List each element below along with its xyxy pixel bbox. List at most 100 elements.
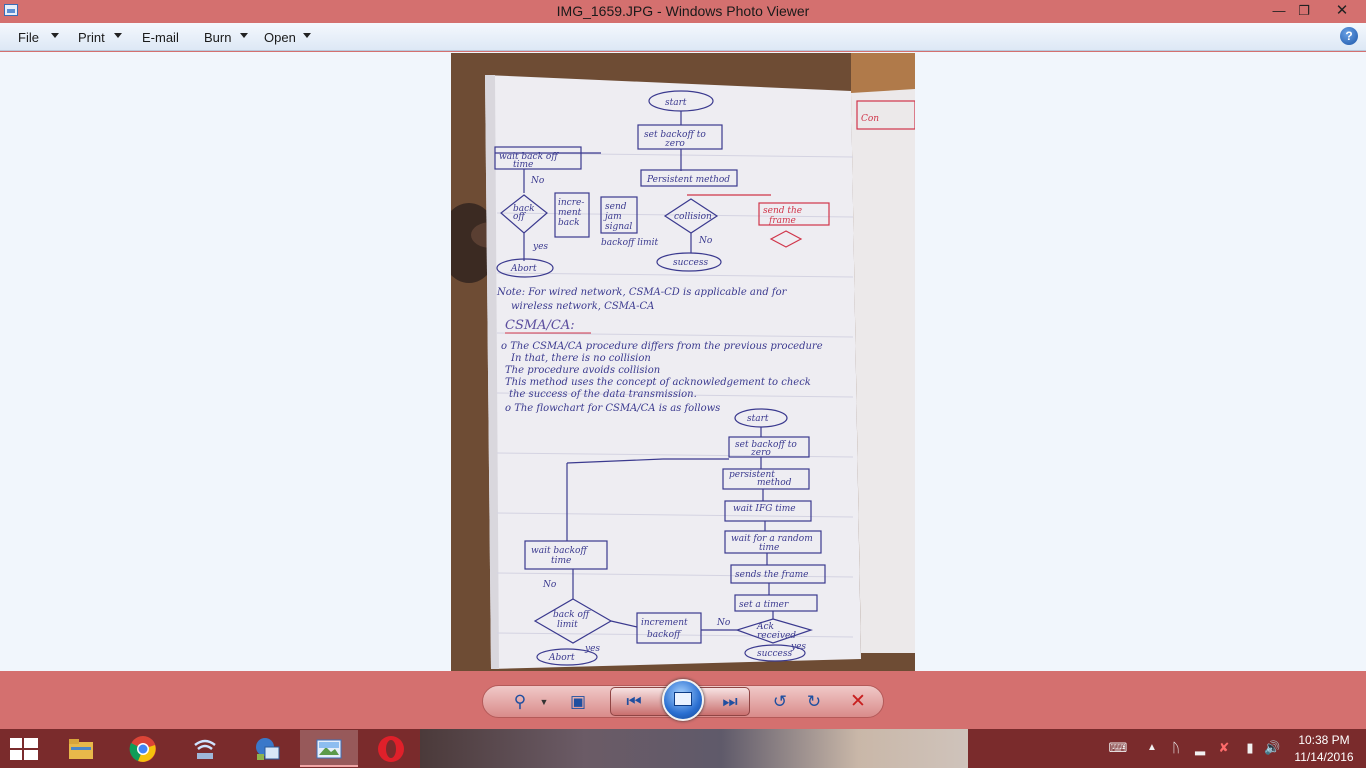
window-title: IMG_1659.JPG - Windows Photo Viewer [556, 3, 810, 19]
svg-text:No: No [716, 618, 731, 628]
svg-text:wait backoff: wait backoff [531, 546, 588, 556]
chevron-up-icon[interactable]: ▲ [1147, 742, 1157, 753]
svg-text:received: received [757, 631, 796, 641]
svg-text:ment: ment [558, 208, 582, 218]
previous-icon[interactable]: ⏮ [626, 692, 642, 711]
svg-text:increment: increment [641, 618, 688, 628]
slideshow-button[interactable] [662, 679, 704, 721]
menu-print[interactable]: Print [78, 30, 105, 45]
chrome-icon [129, 736, 156, 762]
help-icon[interactable]: ? [1340, 27, 1358, 45]
svg-text:yes: yes [790, 642, 806, 652]
photo-viewer-taskbar-button[interactable] [300, 730, 358, 767]
svg-text:Note: For wired network, CSMA-: Note: For wired network, CSMA-CD is appl… [496, 287, 788, 298]
volume-icon[interactable]: 🔊 [1264, 740, 1281, 755]
svg-text:success: success [757, 649, 792, 659]
svg-text:jam: jam [603, 212, 622, 222]
wifi-app-icon [194, 739, 216, 759]
svg-text:off: off [513, 212, 526, 222]
rotate-clockwise-icon[interactable]: ↻ [806, 692, 822, 711]
svg-text:send: send [605, 202, 627, 212]
opera-icon [378, 736, 404, 762]
restore-icon: ❐ [1298, 3, 1310, 18]
file-explorer-taskbar-button[interactable] [52, 730, 110, 767]
svg-text:o The flowchart for CSMA/CA is: o The flowchart for CSMA/CA is as follow… [505, 403, 720, 414]
close-icon: ✕ [1335, 2, 1349, 19]
network-app-taskbar-button[interactable] [176, 730, 234, 767]
signal-icon[interactable]: ▂ [1195, 740, 1205, 755]
svg-text:back off: back off [553, 610, 591, 620]
minimize-icon: — [1272, 3, 1286, 18]
svg-text:No: No [542, 580, 557, 590]
chrome-taskbar-button[interactable] [114, 730, 172, 767]
actual-size-icon[interactable]: ▣ [569, 692, 587, 711]
opera-taskbar-button[interactable] [362, 730, 420, 767]
menu-bar: File Print E-mail Burn Open ? [0, 23, 1366, 51]
bluetooth-icon[interactable]: ᚢ [1172, 740, 1180, 755]
chevron-down-icon[interactable] [114, 33, 122, 38]
next-icon[interactable]: ⏭ [722, 692, 738, 711]
svg-text:time: time [759, 543, 779, 553]
slideshow-icon [674, 692, 692, 706]
close-button[interactable]: ✕ [1318, 0, 1366, 21]
zoom-icon[interactable]: ⚲ [513, 692, 527, 711]
taskbar: ⌨ ▲ ᚢ ▂ ✘ ▮ 🔊 10:38 PM 11/14/2016 [0, 729, 1366, 768]
photo-viewer-icon [316, 739, 342, 759]
svg-text:signal: signal [605, 222, 632, 232]
svg-text:set backoff to: set backoff to [735, 440, 797, 450]
image-viewer-area: start set backoff to zero Persistent met… [0, 52, 1366, 671]
svg-text:backoff limit: backoff limit [601, 238, 658, 248]
battery-icon[interactable]: ▮ [1246, 740, 1254, 755]
restore-button[interactable]: ❐ [1291, 0, 1317, 21]
svg-text:set backoff to: set backoff to [644, 130, 706, 140]
notebook-photo: start set backoff to zero Persistent met… [451, 53, 915, 671]
clock-time[interactable]: 10:38 PM [1298, 733, 1350, 747]
keyboard-icon[interactable]: ⌨ [1108, 740, 1128, 755]
menu-burn[interactable]: Burn [204, 30, 232, 45]
svg-text:frame: frame [768, 216, 796, 226]
photo: start set backoff to zero Persistent met… [451, 53, 915, 671]
svg-text:wireless network, CSMA-CA: wireless network, CSMA-CA [511, 301, 654, 312]
svg-text:start: start [665, 98, 687, 108]
chevron-down-icon[interactable] [240, 33, 248, 38]
svg-text:Abort: Abort [548, 653, 575, 663]
svg-text:Persistent method: Persistent method [646, 175, 730, 185]
rotate-counterclockwise-icon[interactable]: ↺ [772, 692, 788, 711]
svg-text:wait for a random: wait for a random [731, 534, 813, 544]
chevron-down-icon[interactable] [303, 33, 311, 38]
svg-text:back: back [513, 204, 535, 214]
svg-text:backoff: backoff [647, 630, 682, 640]
svg-text:CSMA/CA:: CSMA/CA: [505, 318, 575, 333]
svg-text:wait back off: wait back off [499, 152, 559, 162]
menu-email[interactable]: E-mail [142, 30, 179, 45]
svg-text:persistent: persistent [729, 470, 775, 480]
svg-text:No: No [698, 236, 713, 246]
svg-text:This method uses the concept o: This method uses the concept of acknowle… [505, 377, 811, 388]
svg-text:send the: send the [763, 206, 802, 216]
windows-start-icon[interactable] [10, 738, 38, 760]
remote-desktop-taskbar-button[interactable] [238, 730, 296, 767]
svg-text:No: No [530, 176, 545, 186]
remote-desktop-icon [256, 738, 280, 760]
network-disconnected-icon[interactable]: ✘ [1218, 740, 1230, 755]
minimize-button[interactable]: — [1266, 0, 1292, 21]
chevron-down-icon[interactable] [51, 33, 59, 38]
svg-text:time: time [513, 160, 533, 170]
svg-text:The procedure avoids collision: The procedure avoids collision [505, 365, 660, 376]
menu-open[interactable]: Open [264, 30, 296, 45]
folder-icon [69, 739, 93, 759]
svg-text:method: method [757, 478, 792, 488]
svg-text:start: start [747, 414, 769, 424]
clock-date[interactable]: 11/14/2016 [1294, 750, 1354, 764]
svg-text:o The CSMA/CA procedure differ: o The CSMA/CA procedure differs from the… [501, 341, 823, 352]
svg-text:the success of the data transm: the success of the data transmission. [509, 389, 697, 400]
svg-text:time: time [551, 556, 571, 566]
delete-icon[interactable]: ✕ [850, 691, 866, 712]
menu-file[interactable]: File [18, 30, 39, 45]
chevron-down-icon[interactable]: ▼ [539, 697, 549, 707]
svg-text:yes: yes [532, 242, 548, 252]
svg-text:limit: limit [557, 620, 578, 630]
svg-text:Abort: Abort [510, 264, 537, 274]
svg-text:sends the frame: sends the frame [735, 570, 808, 580]
taskbar-wallpaper-preview [420, 729, 968, 768]
